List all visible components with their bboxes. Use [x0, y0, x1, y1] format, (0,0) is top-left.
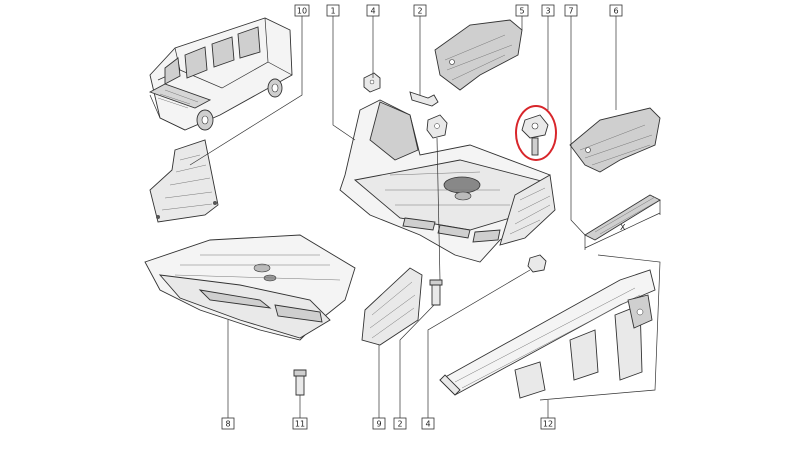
van-illustration: [148, 17, 293, 131]
part-4-nut-bottom: [527, 254, 547, 273]
part-11-bolt: [293, 369, 307, 396]
svg-text:2: 2: [397, 420, 402, 429]
part-12-crossmember: [439, 254, 661, 401]
callout-7: 7: [564, 4, 578, 17]
part-7-rail: X: [584, 194, 661, 250]
leader-lines: [189, 15, 617, 418]
callout-10: 10: [294, 4, 310, 17]
callout-6: 6: [609, 4, 623, 17]
callout-2-bottom: 2: [393, 417, 407, 430]
part-3-clip: [515, 105, 557, 161]
highlight-circle: [515, 105, 557, 161]
part-10-side-shield: [149, 139, 219, 223]
svg-text:1: 1: [330, 7, 335, 16]
svg-text:9: 9: [376, 420, 381, 429]
svg-text:3: 3: [545, 7, 550, 16]
svg-text:11: 11: [295, 420, 305, 429]
svg-text:6: 6: [613, 7, 618, 16]
part-6-splash-panel: [569, 107, 661, 173]
callout-1: 1: [326, 4, 340, 17]
callout-5: 5: [515, 4, 529, 17]
svg-text:4: 4: [425, 420, 430, 429]
part-clip-mid: [426, 114, 448, 139]
part-9-side-bracket: [361, 267, 423, 346]
callout-11: 11: [292, 417, 308, 430]
dimension-x-label: X: [620, 223, 626, 232]
svg-text:12: 12: [543, 420, 553, 429]
callout-4-top: 4: [366, 4, 380, 17]
callout-4-bottom: 4: [421, 417, 435, 430]
callout-3: 3: [541, 4, 555, 17]
callout-9: 9: [372, 417, 386, 430]
callout-8: 8: [221, 417, 235, 430]
part-8-undertray: [144, 234, 356, 341]
part-4-nut-top: [363, 72, 381, 93]
svg-text:2: 2: [417, 7, 422, 16]
svg-text:8: 8: [225, 420, 230, 429]
part-2-bolt-bottom: [429, 279, 443, 306]
svg-text:7: 7: [568, 7, 573, 16]
part-2-bolt-top: [409, 91, 439, 107]
svg-text:10: 10: [297, 7, 307, 16]
svg-text:4: 4: [370, 7, 375, 16]
part-5-splash-panel: [434, 19, 523, 91]
callout-2-top: 2: [413, 4, 427, 17]
svg-text:5: 5: [519, 7, 524, 16]
part-1-engine-undershield: [339, 99, 556, 263]
callout-12: 12: [540, 417, 556, 430]
